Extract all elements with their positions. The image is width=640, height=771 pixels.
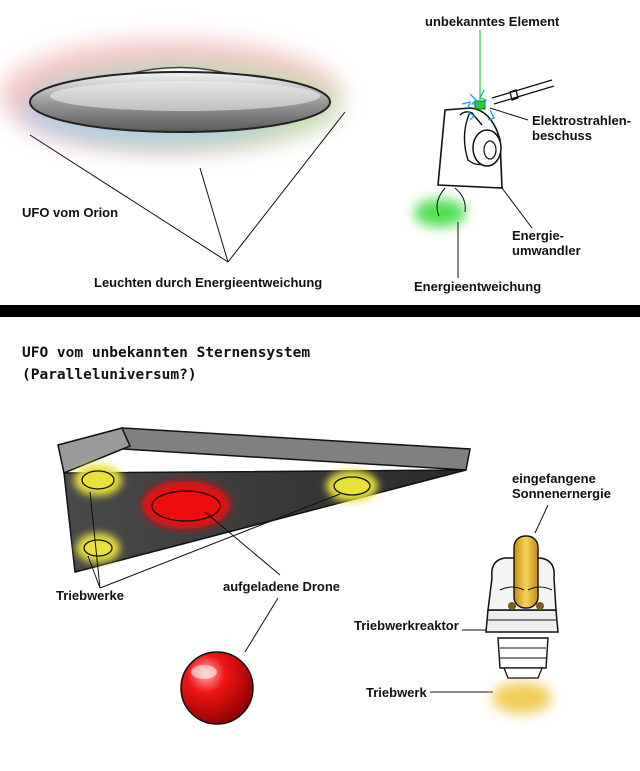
- electron-gun: [491, 79, 555, 105]
- wing-body: [63, 469, 467, 573]
- label-orion: UFO vom Orion: [22, 205, 118, 220]
- bottom-title: UFO vom unbekannten Sternensystem (Parall…: [22, 345, 310, 383]
- engine-nozzle: [497, 637, 549, 669]
- engine-glow-2: [76, 533, 120, 563]
- converter-pointers: [457, 30, 533, 278]
- engine-glow-1: [74, 464, 122, 496]
- orion-ufo: [0, 40, 340, 150]
- label-engines: Triebwerke: [56, 588, 124, 603]
- saucer-rim-highlight: [50, 81, 320, 111]
- electron-sparks: [461, 89, 495, 121]
- energy-leak-glow: [414, 199, 466, 227]
- solar-core: [513, 535, 539, 609]
- text-line: beschuss: [532, 128, 592, 143]
- converter-coil: [472, 129, 502, 167]
- label-glow: Leuchten durch Energieentweichung: [94, 275, 322, 290]
- text-line: Elektrostrahlen-: [532, 113, 631, 128]
- drone-sphere: [180, 651, 254, 725]
- engine-exhaust-glow: [492, 682, 552, 714]
- energy-converter-device: [414, 79, 555, 227]
- parallel-ufo: [57, 427, 471, 573]
- label-drone: aufgeladene Drone: [223, 579, 340, 594]
- reactor-base: [485, 609, 559, 633]
- label-unknown-element: unbekanntes Element: [425, 14, 560, 29]
- label-converter: Energie-umwandler: [512, 228, 581, 258]
- text-line: eingefangene: [512, 471, 596, 486]
- wing-tip-left: [57, 427, 131, 475]
- label-electron: Elektrostrahlen-beschuss: [532, 113, 631, 143]
- text-line: umwandler: [512, 243, 581, 258]
- text-line: (Paralleluniversum?): [22, 367, 197, 383]
- label-engine: Triebwerk: [366, 685, 427, 700]
- label-reactor: Triebwerkreaktor: [354, 618, 459, 633]
- converter-body: [437, 107, 503, 189]
- section-divider: [0, 305, 640, 317]
- bottom-pointers: [87, 491, 549, 693]
- text-line: Sonnenernergie: [512, 486, 611, 501]
- text-line: UFO vom unbekannten Sternensystem: [22, 345, 310, 361]
- orion-pointers: [29, 111, 346, 263]
- drone: [180, 651, 254, 725]
- engine-reactor: [485, 535, 559, 714]
- text-line: Energie-: [512, 228, 564, 243]
- label-leak: Energieentweichung: [414, 279, 541, 294]
